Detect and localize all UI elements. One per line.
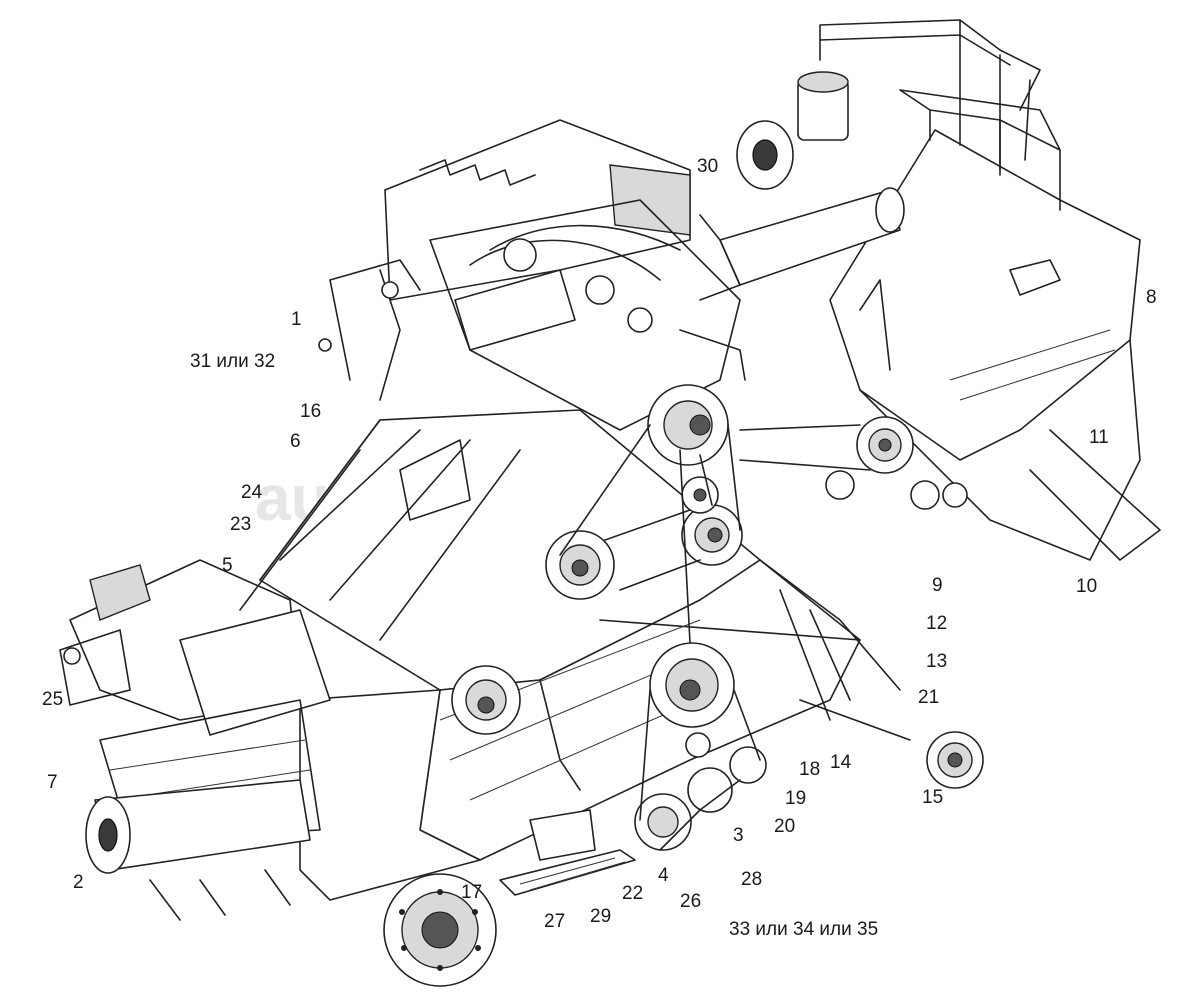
callout-18: 18 — [799, 759, 821, 780]
callout-27: 27 — [544, 911, 566, 932]
rear-railing — [819, 19, 1041, 171]
callout-22: 22 — [622, 883, 644, 904]
callout-24: 24 — [241, 482, 263, 503]
callout-17: 17 — [461, 882, 483, 903]
callout-15: 15 — [922, 787, 944, 808]
callout-28: 28 — [741, 869, 763, 890]
front-frame — [59, 559, 331, 841]
callout-20: 20 — [774, 816, 796, 837]
callout-1: 1 — [291, 309, 302, 330]
callout-14: 14 — [830, 752, 852, 773]
callout-16: 16 — [300, 401, 322, 422]
engine-block — [384, 119, 746, 431]
callout-33-or-34-or-35: 33 или 34 или 35 — [729, 919, 879, 940]
callout-7: 7 — [47, 772, 58, 793]
callout-12: 12 — [926, 613, 948, 634]
callout-5: 5 — [222, 555, 233, 576]
callout-21: 21 — [918, 687, 940, 708]
callout-3: 3 — [733, 825, 744, 846]
callout-26: 26 — [680, 891, 702, 912]
frame-struts — [239, 259, 901, 721]
callout-23: 23 — [230, 514, 252, 535]
callout-11: 11 — [1089, 427, 1109, 448]
access-step — [499, 809, 636, 896]
callout-9: 9 — [932, 575, 943, 596]
callout-29: 29 — [590, 906, 612, 927]
main-body — [259, 409, 861, 901]
belt-drives — [451, 384, 968, 851]
feeder-cylinder — [85, 779, 311, 921]
callout-19: 19 — [785, 788, 807, 809]
air-cleaner — [699, 71, 905, 301]
callout-31-or-32: 31 или 32 — [190, 351, 276, 372]
callout-13: 13 — [926, 651, 948, 672]
rear-hood — [829, 89, 1161, 561]
callout-6: 6 — [290, 431, 301, 452]
callout-30: 30 — [697, 156, 719, 177]
callout-25: 25 — [42, 689, 64, 710]
callout-8: 8 — [1146, 287, 1157, 308]
callout-2: 2 — [73, 872, 84, 893]
rear-axle-hub — [799, 699, 984, 789]
drive-wheel-hub — [383, 873, 497, 987]
callout-10: 10 — [1076, 576, 1098, 597]
callout-4: 4 — [658, 865, 669, 886]
